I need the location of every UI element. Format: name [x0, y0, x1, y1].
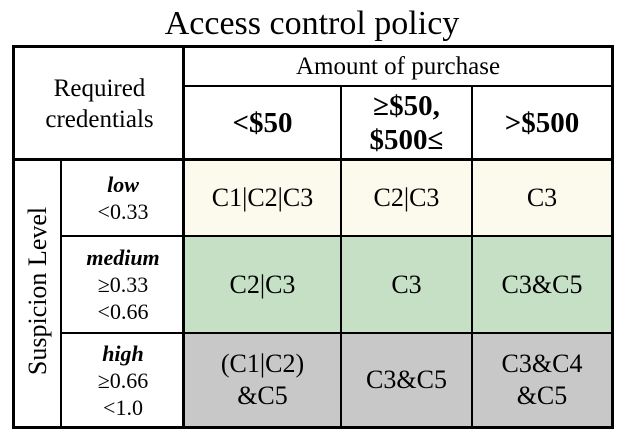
header-text: credentials: [45, 106, 154, 133]
header-text: <$50: [232, 107, 293, 139]
grid-line: [61, 332, 612, 334]
cell-text: C3&C4: [501, 349, 583, 378]
policy-title: Access control policy: [164, 5, 460, 42]
grid-line: [61, 235, 612, 237]
cell-medium-lt50: C2|C3: [184, 236, 341, 333]
cell-text: C3&C5: [501, 269, 583, 299]
level-name: high: [102, 340, 144, 366]
grid-line: [184, 85, 612, 87]
column-header-50to500: ≥$50, $500≤: [341, 86, 472, 160]
level-low: low <0.33: [62, 160, 184, 236]
column-header-lt50: <$50: [184, 86, 341, 160]
cell-medium-50to500: C3: [341, 236, 472, 333]
level-range: ≥0.33: [97, 272, 149, 297]
level-name: medium: [86, 245, 160, 270]
cell-text: C1|C2|C3: [211, 183, 314, 212]
cell-text: &C5: [237, 381, 288, 410]
level-range: <0.66: [97, 299, 149, 324]
level-medium: medium ≥0.33 <0.66: [62, 236, 184, 333]
cell-text: (C1|C2): [220, 349, 305, 378]
grid-line: [182, 48, 185, 427]
cell-low-gt500: C3: [472, 160, 612, 236]
cell-high-50to500: C3&C5: [341, 333, 472, 427]
header-text: ≥$50,: [373, 90, 440, 122]
cell-text: C2|C3: [229, 269, 296, 299]
table-border: [12, 45, 614, 429]
grid-line: [15, 158, 612, 161]
level-range: ≥0.66: [97, 367, 149, 393]
cell-low-lt50: C1|C2|C3: [184, 160, 341, 236]
header-text: Required: [53, 75, 146, 102]
grid-line: [340, 86, 342, 427]
level-name: low: [107, 172, 139, 197]
cell-high-gt500: C3&C4 &C5: [472, 333, 612, 427]
cell-text: C2|C3: [373, 183, 440, 212]
level-high: high ≥0.66 <1.0: [62, 333, 184, 427]
required-credentials-header: Required credentials: [15, 48, 184, 160]
amount-of-purchase-header: Amount of purchase: [184, 48, 612, 86]
cell-text: C3&C5: [366, 365, 447, 394]
header-text: >$500: [504, 107, 580, 139]
header-text: $500≤: [369, 124, 444, 156]
header-text: Amount of purchase: [295, 53, 501, 80]
level-range: <0.33: [97, 199, 149, 224]
cell-text: C3: [526, 183, 558, 212]
cell-text: C3: [391, 269, 422, 299]
column-header-gt500: >$500: [472, 86, 612, 160]
level-range: <1.0: [103, 394, 143, 420]
cell-high-lt50: (C1|C2) &C5: [184, 333, 341, 427]
cell-text: &C5: [516, 381, 568, 410]
grid-line: [471, 86, 473, 427]
cell-medium-gt500: C3&C5: [472, 236, 612, 333]
grid-line: [60, 160, 62, 427]
cell-low-50to500: C2|C3: [341, 160, 472, 236]
